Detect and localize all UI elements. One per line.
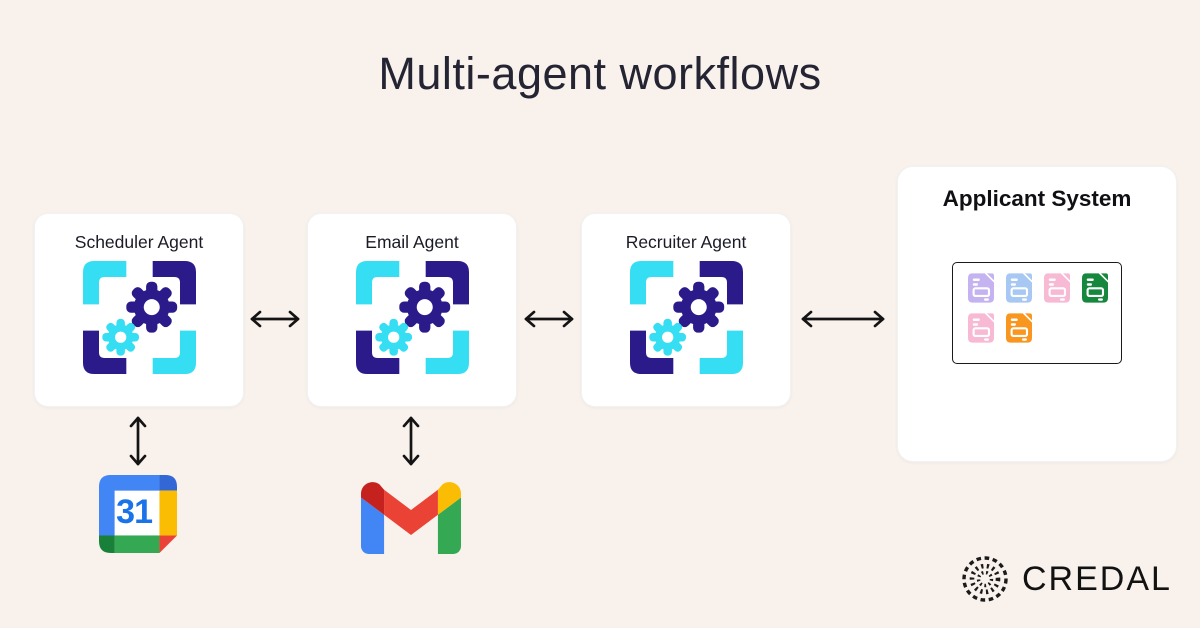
- document-icon: [1006, 273, 1032, 303]
- agent-gears-icon: [83, 261, 196, 374]
- documents-box: [952, 262, 1122, 364]
- brand-lockup: CREDAL: [959, 552, 1172, 606]
- double-arrow-icon: [801, 310, 885, 328]
- double-arrow-icon: [250, 310, 300, 328]
- document-icon: [968, 313, 994, 343]
- double-arrow-vertical-icon: [402, 416, 420, 466]
- email-agent-label: Email Agent: [365, 232, 459, 252]
- document-icon: [1082, 273, 1108, 303]
- gmail-icon[interactable]: [361, 477, 461, 554]
- applicant-system-card[interactable]: Applicant System: [897, 166, 1177, 462]
- applicant-system-title: Applicant System: [942, 186, 1132, 211]
- document-icon: [968, 273, 994, 303]
- calendar-day-label: 31: [116, 492, 153, 531]
- credal-logo-icon: [962, 556, 1008, 602]
- double-arrow-icon: [524, 310, 574, 328]
- document-icon: [1006, 313, 1032, 343]
- double-arrow-vertical-icon: [129, 416, 147, 466]
- recruiter-agent-label: Recruiter Agent: [625, 232, 747, 252]
- google-calendar-icon[interactable]: 31: [99, 475, 177, 553]
- page-title: Multi-agent workflows: [378, 48, 822, 99]
- agent-gears-icon: [356, 261, 469, 374]
- agent-gears-icon: [630, 261, 743, 374]
- scheduler-agent-card[interactable]: Scheduler Agent: [34, 213, 244, 407]
- document-icon: [1044, 273, 1070, 303]
- recruiter-agent-card[interactable]: Recruiter Agent: [581, 213, 791, 407]
- scheduler-agent-label: Scheduler Agent: [74, 232, 204, 252]
- email-agent-card[interactable]: Email Agent: [307, 213, 517, 407]
- credal-wordmark: CREDAL: [1022, 559, 1172, 598]
